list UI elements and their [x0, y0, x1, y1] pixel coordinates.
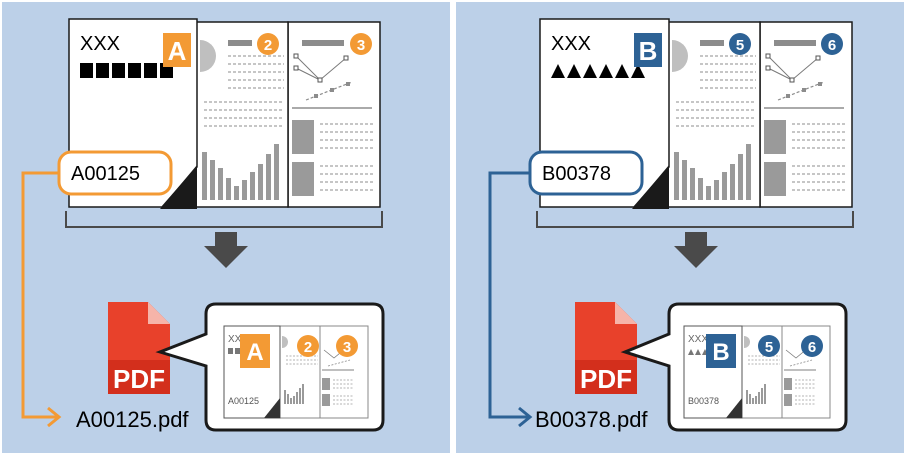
page-badge-5-label: 5	[736, 37, 744, 54]
pdf-icon-a: PDF	[108, 302, 170, 394]
barcode-value-a: A00125	[71, 163, 140, 185]
thumb-barcode-b: B00378	[688, 396, 719, 406]
pdf-preview-bubble-a: XXX A00125 A 2 3	[155, 302, 385, 432]
thumb-letter-box-a	[240, 334, 270, 368]
pdf-preview-bubble-b: XXX B00378 B 5 6	[620, 302, 848, 432]
page-badge-2-label: 2	[264, 37, 272, 54]
panel-a: XXX A 2 3 A00125	[21, 18, 385, 432]
barcode-connector-a	[21, 171, 59, 419]
barcode-connector-b	[488, 171, 530, 419]
separator-letter-b: B	[639, 36, 658, 66]
thumb-header-a: XXX	[228, 334, 248, 345]
connector-arrowhead-a	[47, 406, 62, 428]
separator-letter-a: A	[168, 36, 187, 66]
stack-bracket-b	[536, 211, 854, 228]
page-badge-2	[257, 33, 279, 55]
dog-ear-a	[160, 165, 197, 209]
thumb-letter-a: A	[246, 339, 263, 366]
page-badge-3-label: 3	[357, 37, 365, 54]
thumb-badge-3: 3	[343, 339, 351, 356]
page-badge-6-label: 6	[828, 37, 836, 54]
thumb-header-b: XXX	[688, 334, 708, 345]
pdf-label-b: PDF	[580, 364, 632, 394]
panel-b: XXX B 5 6 B00378 PDF B003	[488, 18, 854, 432]
pdf-icon-b: PDF	[575, 302, 637, 394]
down-arrow-a	[204, 232, 248, 268]
page-badge-3	[350, 33, 372, 55]
document-stack-a: XXX A 2 3 A00125	[57, 18, 381, 209]
pdf-label-a: PDF	[113, 364, 165, 394]
doc-header-a: XXX	[80, 33, 120, 55]
thumb-letter-box-b	[706, 334, 736, 368]
page-badge-6	[821, 33, 843, 55]
page-badge-5	[729, 33, 751, 55]
thumb-badge-5: 5	[765, 339, 773, 356]
triangle-marker-row	[551, 64, 645, 78]
barcode-value-b: B00378	[542, 163, 611, 185]
thumb-badge-2: 2	[304, 339, 312, 356]
separator-letter-box-a	[163, 33, 191, 67]
doc-header-b: XXX	[551, 33, 591, 55]
output-filename-b: B00378.pdf	[535, 407, 648, 432]
output-filename-a: A00125.pdf	[76, 407, 189, 432]
down-arrow-b	[674, 232, 718, 268]
thumb-barcode-a: A00125	[228, 396, 259, 406]
thumb-letter-b: B	[712, 339, 729, 366]
connector-arrowhead-b	[518, 406, 533, 428]
thumb-badge-6: 6	[808, 339, 816, 356]
separator-letter-box-b	[634, 33, 662, 67]
document-stack-b: XXX B 5 6 B00378	[528, 18, 853, 209]
stack-bracket-a	[65, 211, 383, 228]
dog-ear-b	[632, 165, 669, 209]
